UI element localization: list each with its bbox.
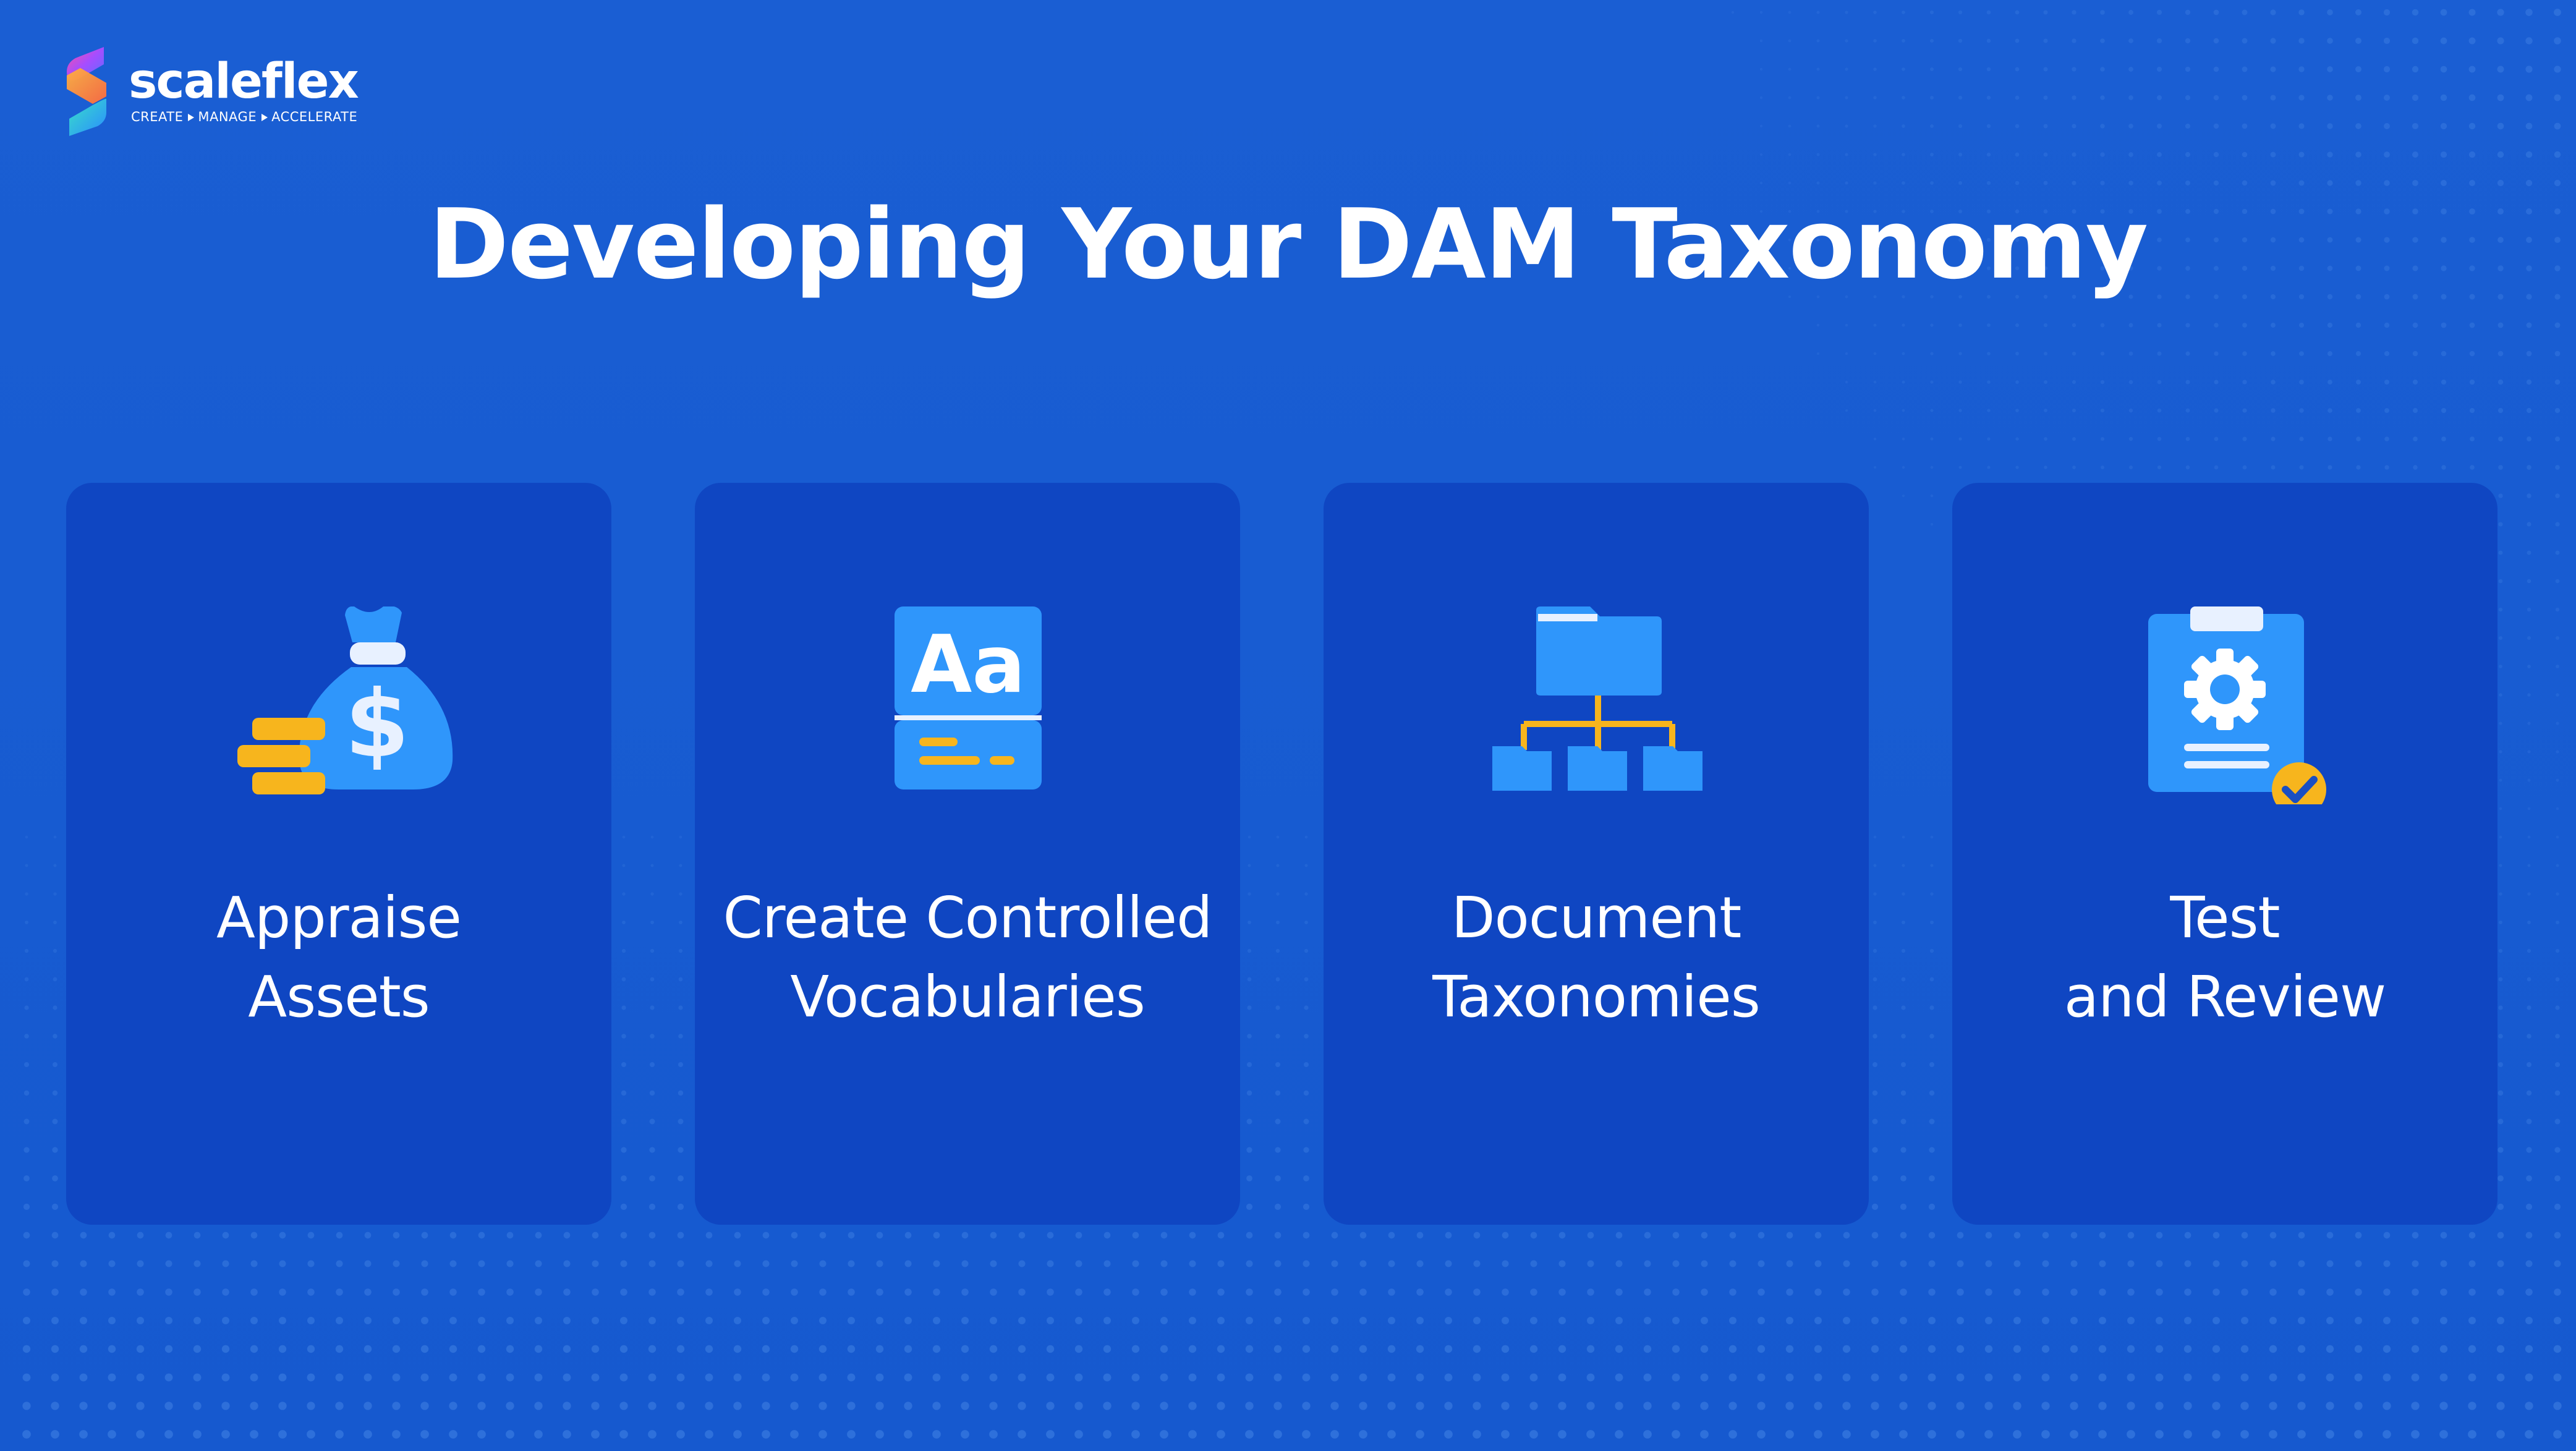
clipboard-settings-check-icon (2148, 606, 2326, 804)
money-bag-icon: $ (237, 606, 453, 794)
card-label: Document Taxonomies (1432, 885, 1761, 1030)
typography-icon: Aa (895, 606, 1042, 789)
brand-logo: scaleflex CREATE MANAGE ACCELERATE (62, 45, 359, 137)
card-document-taxonomies: Document Taxonomies (1324, 483, 1869, 1225)
card-appraise-assets: $ Appraise Assets (66, 483, 611, 1225)
tagline-accelerate: ACCELERATE (271, 109, 358, 124)
card-test-and-review: Test and Review (1952, 483, 2497, 1225)
card-label: Create Controlled Vocabularies (723, 885, 1212, 1030)
tagline-create: CREATE (131, 109, 184, 124)
brand-name: scaleflex (129, 54, 359, 109)
brand-tagline: CREATE MANAGE ACCELERATE (131, 108, 358, 126)
svg-text:Aa: Aa (911, 619, 1025, 711)
card-create-controlled-vocabularies: Aa Create Controlled Vocabularies (695, 483, 1240, 1225)
tagline-manage: MANAGE (198, 109, 257, 124)
card-label: Appraise Assets (216, 885, 462, 1030)
tagline-arrow-icon (188, 113, 195, 121)
folder-hierarchy-icon (1492, 606, 1702, 791)
page-title: Developing Your DAM Taxonomy (428, 188, 2148, 300)
scaleflex-logo-icon (67, 47, 106, 136)
svg-text:$: $ (345, 671, 409, 778)
tagline-arrow-icon (261, 113, 268, 121)
card-label: Test and Review (2064, 885, 2387, 1030)
